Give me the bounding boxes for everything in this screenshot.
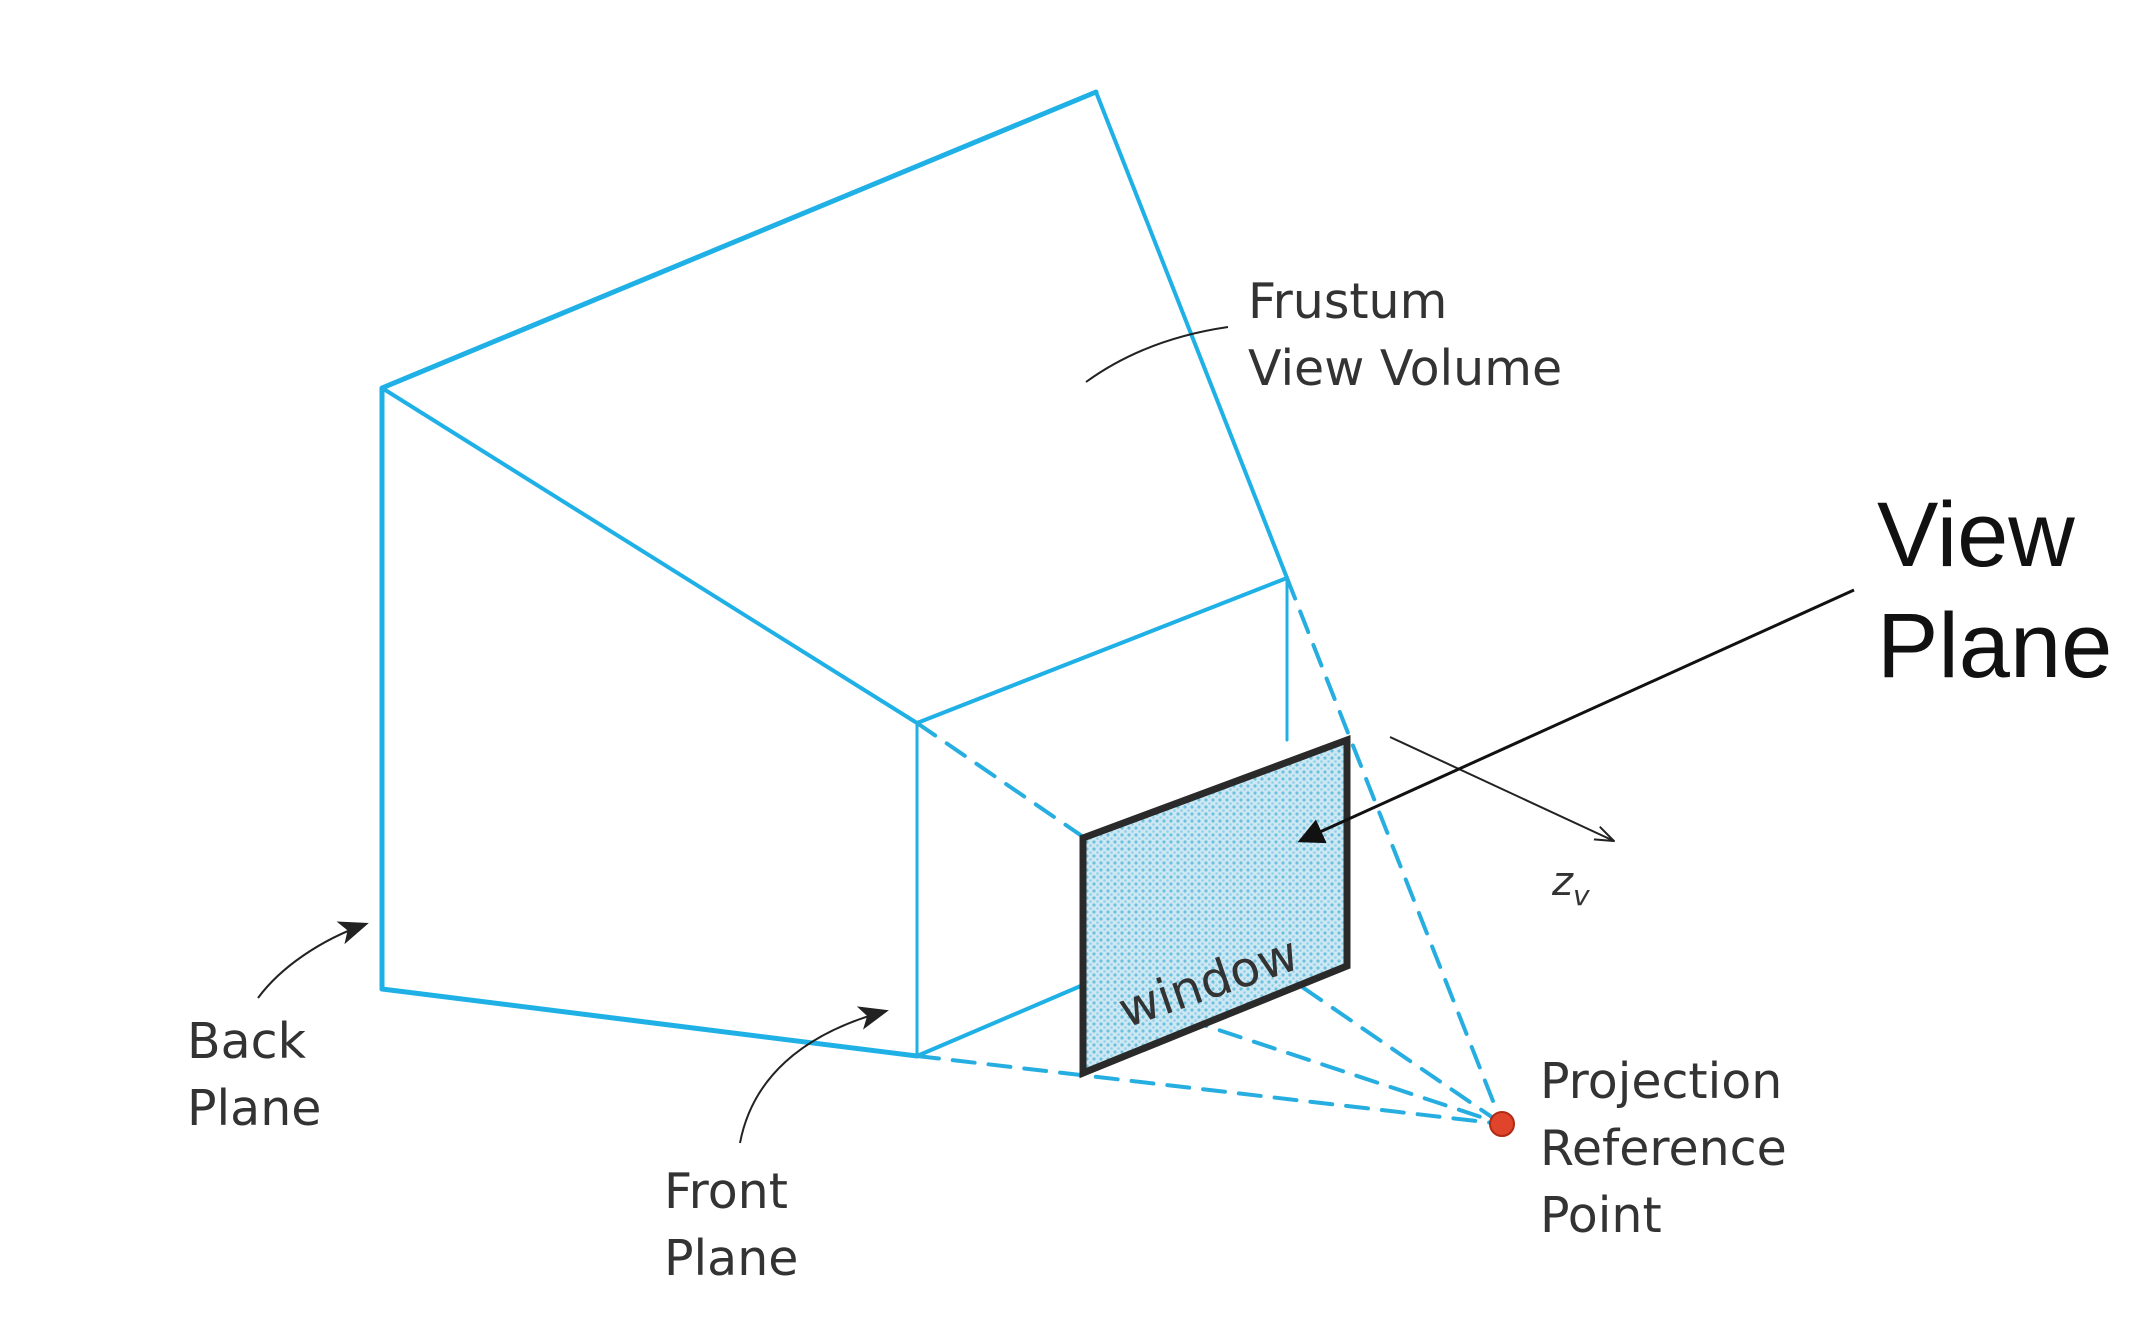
window: window — [1079, 734, 1351, 1079]
frustum-leader — [1085, 326, 1229, 383]
frustum-label-line1: Frustum — [1248, 273, 1447, 330]
ray-bottom-left — [915, 1054, 1504, 1126]
front-plane-annotation: Front Plane — [664, 1006, 889, 1287]
ray-top-left — [915, 721, 1504, 1126]
prp-label-line3: Point — [1540, 1187, 1662, 1244]
back-plane-annotation: Back Plane — [187, 921, 369, 1137]
zv-axis-letter: z — [1551, 859, 1574, 905]
frustum-edges — [380, 90, 1289, 1058]
zv-axis-line — [1389, 736, 1614, 841]
view-plane-label-line2: Plane — [1877, 595, 2112, 697]
projection-reference-point — [1489, 1111, 1515, 1137]
front-plane-top-edge — [915, 576, 1289, 725]
view-plane-label-line1: View — [1877, 484, 2075, 586]
window-rect — [1079, 734, 1351, 1079]
zv-axis-label: zv — [1551, 859, 1590, 912]
prp-label-line2: Reference — [1540, 1120, 1787, 1177]
zv-axis-subscript: v — [1573, 879, 1590, 912]
reference-point-dot — [1489, 1111, 1515, 1137]
front-plane-leader — [739, 1006, 889, 1144]
back-plane-leader — [257, 921, 369, 999]
front-plane-label-line1: Front — [664, 1163, 788, 1220]
zv-axis: zv — [1389, 736, 1614, 912]
back-plane-label-line2: Plane — [187, 1080, 321, 1137]
back-plane-edge — [379, 89, 1099, 1059]
frustum-label-line2: View Volume — [1248, 340, 1562, 397]
view-plane-annotation: View Plane — [1297, 484, 2112, 844]
back-plane-label-line1: Back — [187, 1013, 307, 1070]
frustum-top-left-edge — [380, 386, 919, 725]
back-plane — [379, 89, 1099, 1059]
ray-top-right — [1285, 576, 1504, 1126]
prp-annotation: Projection Reference Point — [1540, 1053, 1787, 1244]
front-plane-label-line2: Plane — [664, 1230, 798, 1287]
prp-label-line1: Projection — [1540, 1053, 1782, 1110]
frustum-annotation: Frustum View Volume — [1085, 273, 1562, 397]
view-plane-arrow — [1297, 588, 1855, 844]
front-plane-bottom-edge — [915, 983, 1085, 1058]
